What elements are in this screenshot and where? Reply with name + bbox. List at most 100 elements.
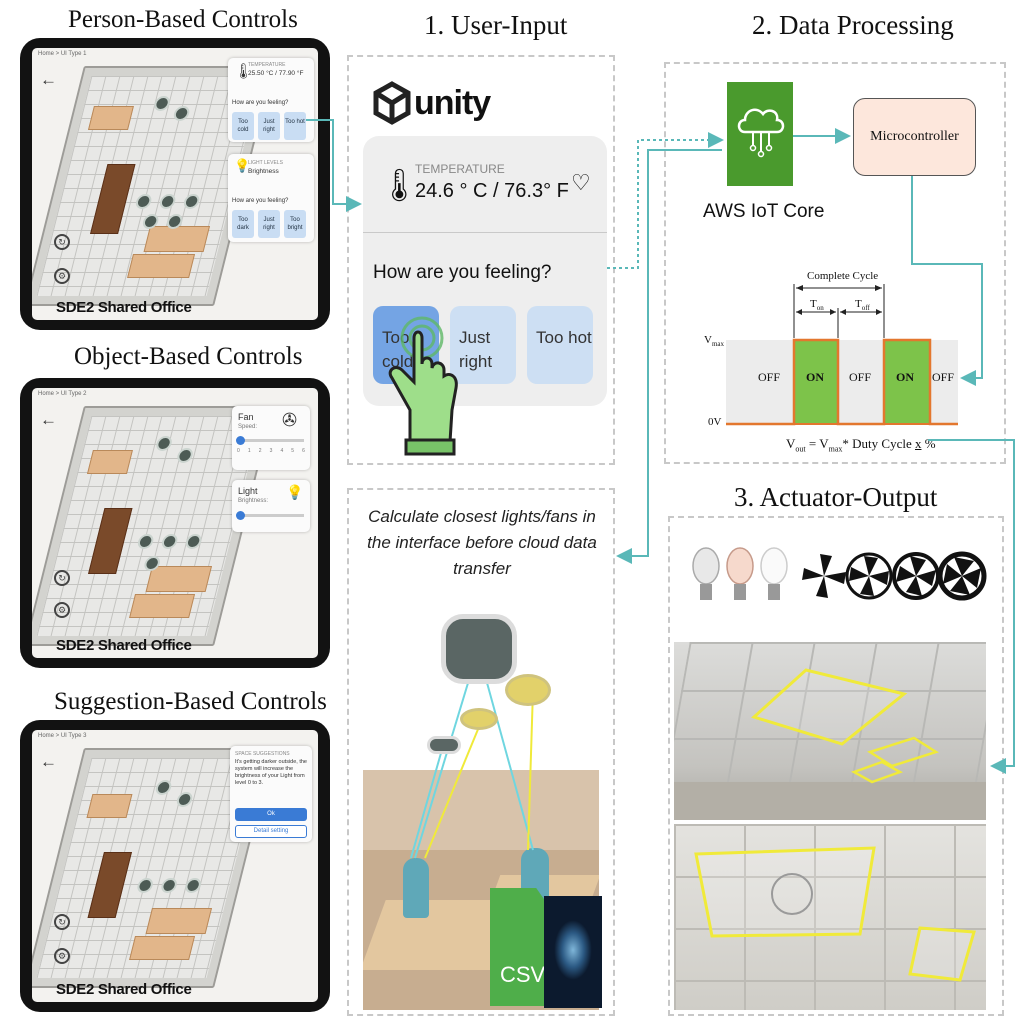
fan-label: Fan [238,412,254,422]
rotate-icon[interactable]: ↻ [54,914,70,930]
tablet-screen: Home > UI Type 1 ← ↻ ⚙ SDE2 Shared Offic… [32,48,318,320]
highlighted-fixtures [694,846,976,982]
tablet-suggestion-based: Home > UI Type 3 ← ↻ ⚙ SDE2 Shared Offic… [20,720,330,1012]
detail-setting-button[interactable]: Detail setting [235,825,307,838]
fan-fixture-icon [427,736,461,754]
fan-speed-slider[interactable] [236,436,304,445]
brightness-slider[interactable] [236,511,304,520]
complete-cycle-label: Complete Cycle [807,270,879,282]
t-on-label: Ton [810,298,824,313]
fan-icon: ✇ [282,410,298,430]
unity-feedback-card: 🌡 TEMPERATURE 24.6 ° C / 76.3° F ♡ How a… [363,136,607,406]
brightness-label: Brightness: [238,498,269,504]
just-right-light-button[interactable]: Just right [258,210,280,238]
temperature-feedback-panel: 🌡 TEMPERATURE 25.50 °C / 77.90 °F How ar… [228,58,314,142]
vmax-label: Vmax [704,334,725,349]
feeling-question: How are you feeling? [373,262,552,283]
csv-label: CSV [500,962,546,987]
gear-icon[interactable]: ⚙ [54,948,70,964]
title-suggestion-based: Suggestion-Based Controls [54,688,327,715]
too-bright-button[interactable]: Too bright [284,210,306,238]
title-object-based: Object-Based Controls [74,343,303,370]
gear-icon[interactable]: ⚙ [54,602,70,618]
point-cloud-thumbnail [544,896,602,1008]
zero-volt-label: 0V [708,416,722,428]
temp-label: TEMPERATURE [248,62,286,68]
state-off-label: OFF [758,370,781,384]
light-label: Light [238,486,258,496]
too-cold-button[interactable]: Too cold [232,112,254,140]
ok-button[interactable]: Ok [235,808,307,821]
too-dark-button[interactable]: Too dark [232,210,254,238]
office-label: SDE2 Shared Office [56,299,192,316]
suggestion-message: It's getting darker outside, the system … [235,759,307,786]
temperature-label: TEMPERATURE [415,162,505,176]
temp-value: 25.50 °C / 77.90 °F [248,70,304,77]
title-person-based: Person-Based Controls [68,6,298,33]
t-off-label: Toff [855,298,870,313]
fixture-connection-lines [410,649,534,859]
thermometer-icon: 🌡 [379,167,420,203]
state-off-label: OFF [932,370,955,384]
too-hot-button[interactable]: Too hot [527,306,593,384]
unity-cube-icon [373,81,411,125]
light-feedback-panel: 💡 LIGHT LEVELS Brightness How are you fe… [228,154,314,242]
light-label: LIGHT LEVELS [248,160,283,166]
back-arrow-icon[interactable]: ← [40,70,57,89]
pwm-duty-cycle-diagram [726,284,958,426]
heart-icon[interactable]: ♡ [571,170,591,195]
divider [363,232,607,233]
light-fixture-icon [460,708,498,730]
office-ceiling-photo-1 [674,642,986,820]
fan-fixture-icon [441,614,517,684]
unity-wordmark: unity [414,84,491,122]
back-arrow-icon[interactable]: ← [40,410,57,429]
calculation-caption: Calculate closest lights/fans in the int… [367,507,597,578]
tablet-screen: Home > UI Type 3 ← ↻ ⚙ SDE2 Shared Offic… [32,730,318,1002]
light-value: Brightness [248,168,279,175]
breadcrumb[interactable]: Home > UI Type 3 [38,733,87,739]
suggestion-title: SPACE SUGGESTIONS [235,751,290,757]
breadcrumb[interactable]: Home > UI Type 1 [38,51,87,57]
highlighted-fixtures [751,668,939,784]
feeling-question: How are you feeling? [232,198,289,204]
tablet-screen: Home > UI Type 2 ← ↻ ⚙ SDE2 Shared Offic… [32,388,318,658]
suggestion-panel: SPACE SUGGESTIONS It's getting darker ou… [230,746,312,842]
tablet-object-based: Home > UI Type 2 ← ↻ ⚙ SDE2 Shared Offic… [20,378,330,668]
too-hot-button[interactable]: Too hot [284,112,306,140]
gear-icon[interactable]: ⚙ [54,268,70,284]
unity-logo: unity [372,80,491,130]
calculation-panel [347,488,615,1016]
rotate-icon[interactable]: ↻ [54,234,70,250]
back-arrow-icon[interactable]: ← [40,752,57,771]
pointing-hand-icon [388,316,458,456]
thermometer-icon: 🌡 [234,63,254,80]
temperature-value: 24.6 ° C / 76.3° F [415,180,569,202]
aws-iot-core-label: AWS IoT Core [703,201,825,222]
slider-thumb[interactable] [236,436,245,445]
title-actuator-output: 3. Actuator-Output [734,482,938,512]
office-label: SDE2 Shared Office [56,981,192,998]
just-right-button[interactable]: Just right [450,306,516,384]
fan-speed-label: Speed: [238,424,258,430]
lightbulb-icon: 💡 [286,484,304,500]
rotate-icon[interactable]: ↻ [54,570,70,586]
light-control-panel: Light Brightness: 💡 [232,480,310,532]
lightbulb-icon: 💡 [234,158,251,173]
title-data-processing: 2. Data Processing [752,10,954,40]
title-user-input: 1. User-Input [424,10,568,40]
slider-thumb[interactable] [236,511,245,520]
output-voltage-formula: Vout = Vmax* Duty Cycle x % [786,436,936,454]
tablet-person-based: Home > UI Type 1 ← ↻ ⚙ SDE2 Shared Offic… [20,38,330,330]
breadcrumb[interactable]: Home > UI Type 2 [38,391,87,397]
aws-iot-core-box [727,82,793,186]
just-right-button[interactable]: Just right [258,112,280,140]
lightbulbs-icon [692,547,788,600]
cloud-chip-icon [737,108,785,158]
avatar-figure [403,858,429,918]
state-on-label: ON [896,370,914,384]
fan-speed-icons [802,551,987,601]
feeling-question: How are you feeling? [232,100,289,106]
